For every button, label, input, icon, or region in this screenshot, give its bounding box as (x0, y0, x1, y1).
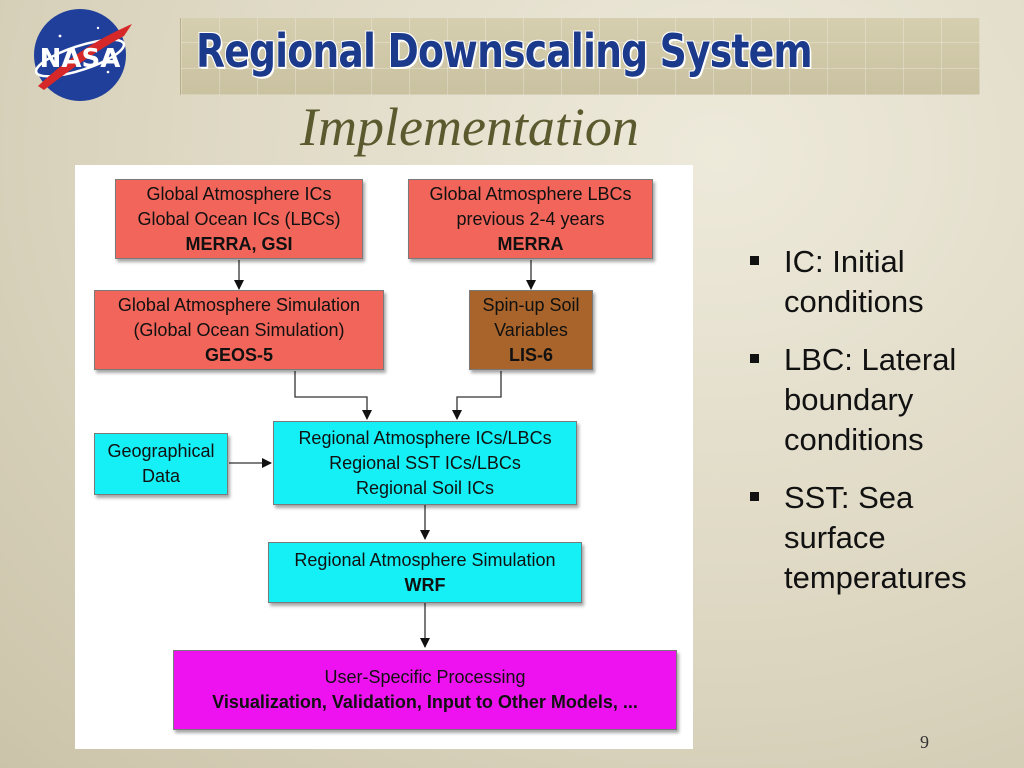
arrow-global-sim-to-regional (294, 371, 372, 420)
node-global-atmosphere-simulation: Global Atmosphere Simulation (Global Oce… (94, 290, 384, 370)
node-regional-atmosphere-simulation: Regional Atmosphere Simulation WRF (268, 542, 582, 603)
node-geographical-data: Geographical Data (94, 433, 228, 495)
node-regional-ics-lbcs: Regional Atmosphere ICs/LBCs Regional SS… (273, 421, 577, 505)
page-title: Regional Downscaling System (196, 24, 813, 78)
flow-diagram: Global Atmosphere ICs Global Ocean ICs (… (75, 165, 693, 749)
square-bullet-icon (750, 354, 759, 363)
diagram-arrows (229, 260, 536, 648)
bullet-list: IC: Initial conditions LBC: Lateral boun… (742, 242, 1012, 616)
bullet-item-lbc: LBC: Lateral boundary conditions (742, 340, 1012, 460)
bullet-item-ic: IC: Initial conditions (742, 242, 1012, 322)
page-subtitle: Implementation (300, 97, 639, 157)
square-bullet-icon (750, 256, 759, 265)
node-user-specific-processing: User-Specific Processing Visualization, … (173, 650, 677, 730)
node-spinup-soil-variables: Spin-up Soil Variables LIS-6 (469, 290, 593, 370)
bullet-item-sst: SST: Sea surface temperatures (742, 478, 1012, 598)
page-number: 9 (920, 732, 929, 752)
nasa-logo: NASA (34, 9, 132, 101)
header-band (180, 18, 980, 95)
node-global-atmosphere-lbcs: Global Atmosphere LBCs previous 2-4 year… (408, 179, 653, 259)
node-global-atmosphere-ics: Global Atmosphere ICs Global Ocean ICs (… (115, 179, 363, 259)
svg-text:NASA: NASA (40, 44, 121, 74)
square-bullet-icon (750, 492, 759, 501)
arrow-spinup-to-regional (452, 371, 502, 420)
